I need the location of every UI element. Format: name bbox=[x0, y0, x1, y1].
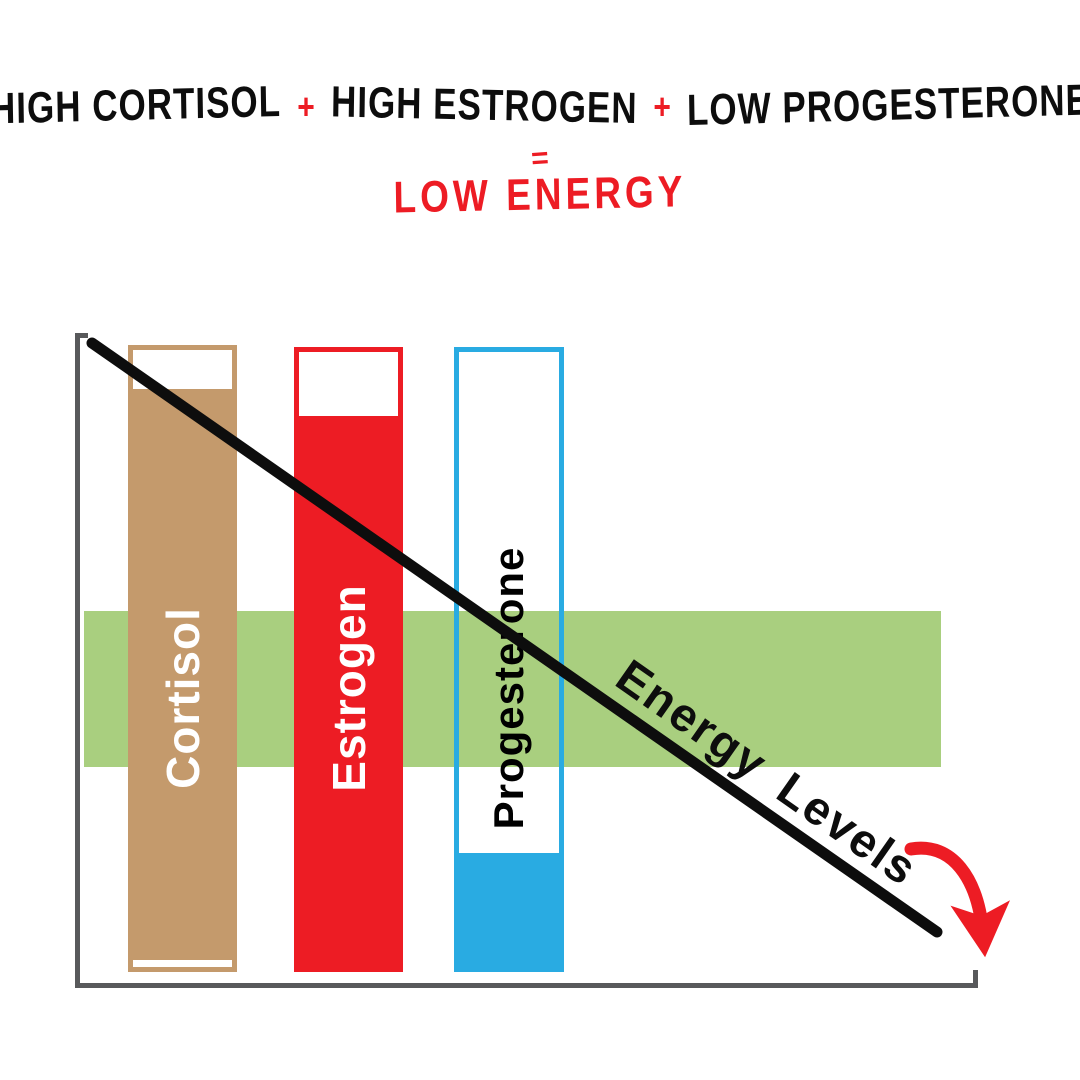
headline-part-high-estrogen: HIGH ESTROGEN bbox=[330, 77, 638, 134]
bar-cortisol: Cortisol bbox=[128, 345, 237, 972]
bar-progesterone: Progesterone bbox=[454, 347, 564, 972]
bar-cortisol-label: Cortisol bbox=[156, 606, 209, 789]
plus-icon: + bbox=[297, 87, 315, 128]
x-axis-end-tick bbox=[973, 970, 978, 988]
y-axis bbox=[75, 333, 80, 988]
plus-icon: + bbox=[653, 87, 671, 128]
headline: HIGH CORTISOL + HIGH ESTROGEN + LOW PROG… bbox=[0, 76, 1080, 135]
y-axis-top-tick bbox=[75, 333, 88, 338]
bar-progesterone-label: Progesterone bbox=[485, 546, 532, 829]
headline-part-high-cortisol: HIGH CORTISOL bbox=[0, 77, 282, 134]
bar-estrogen-label: Estrogen bbox=[322, 583, 375, 792]
bar-estrogen: Estrogen bbox=[294, 347, 403, 972]
x-axis bbox=[75, 983, 978, 988]
